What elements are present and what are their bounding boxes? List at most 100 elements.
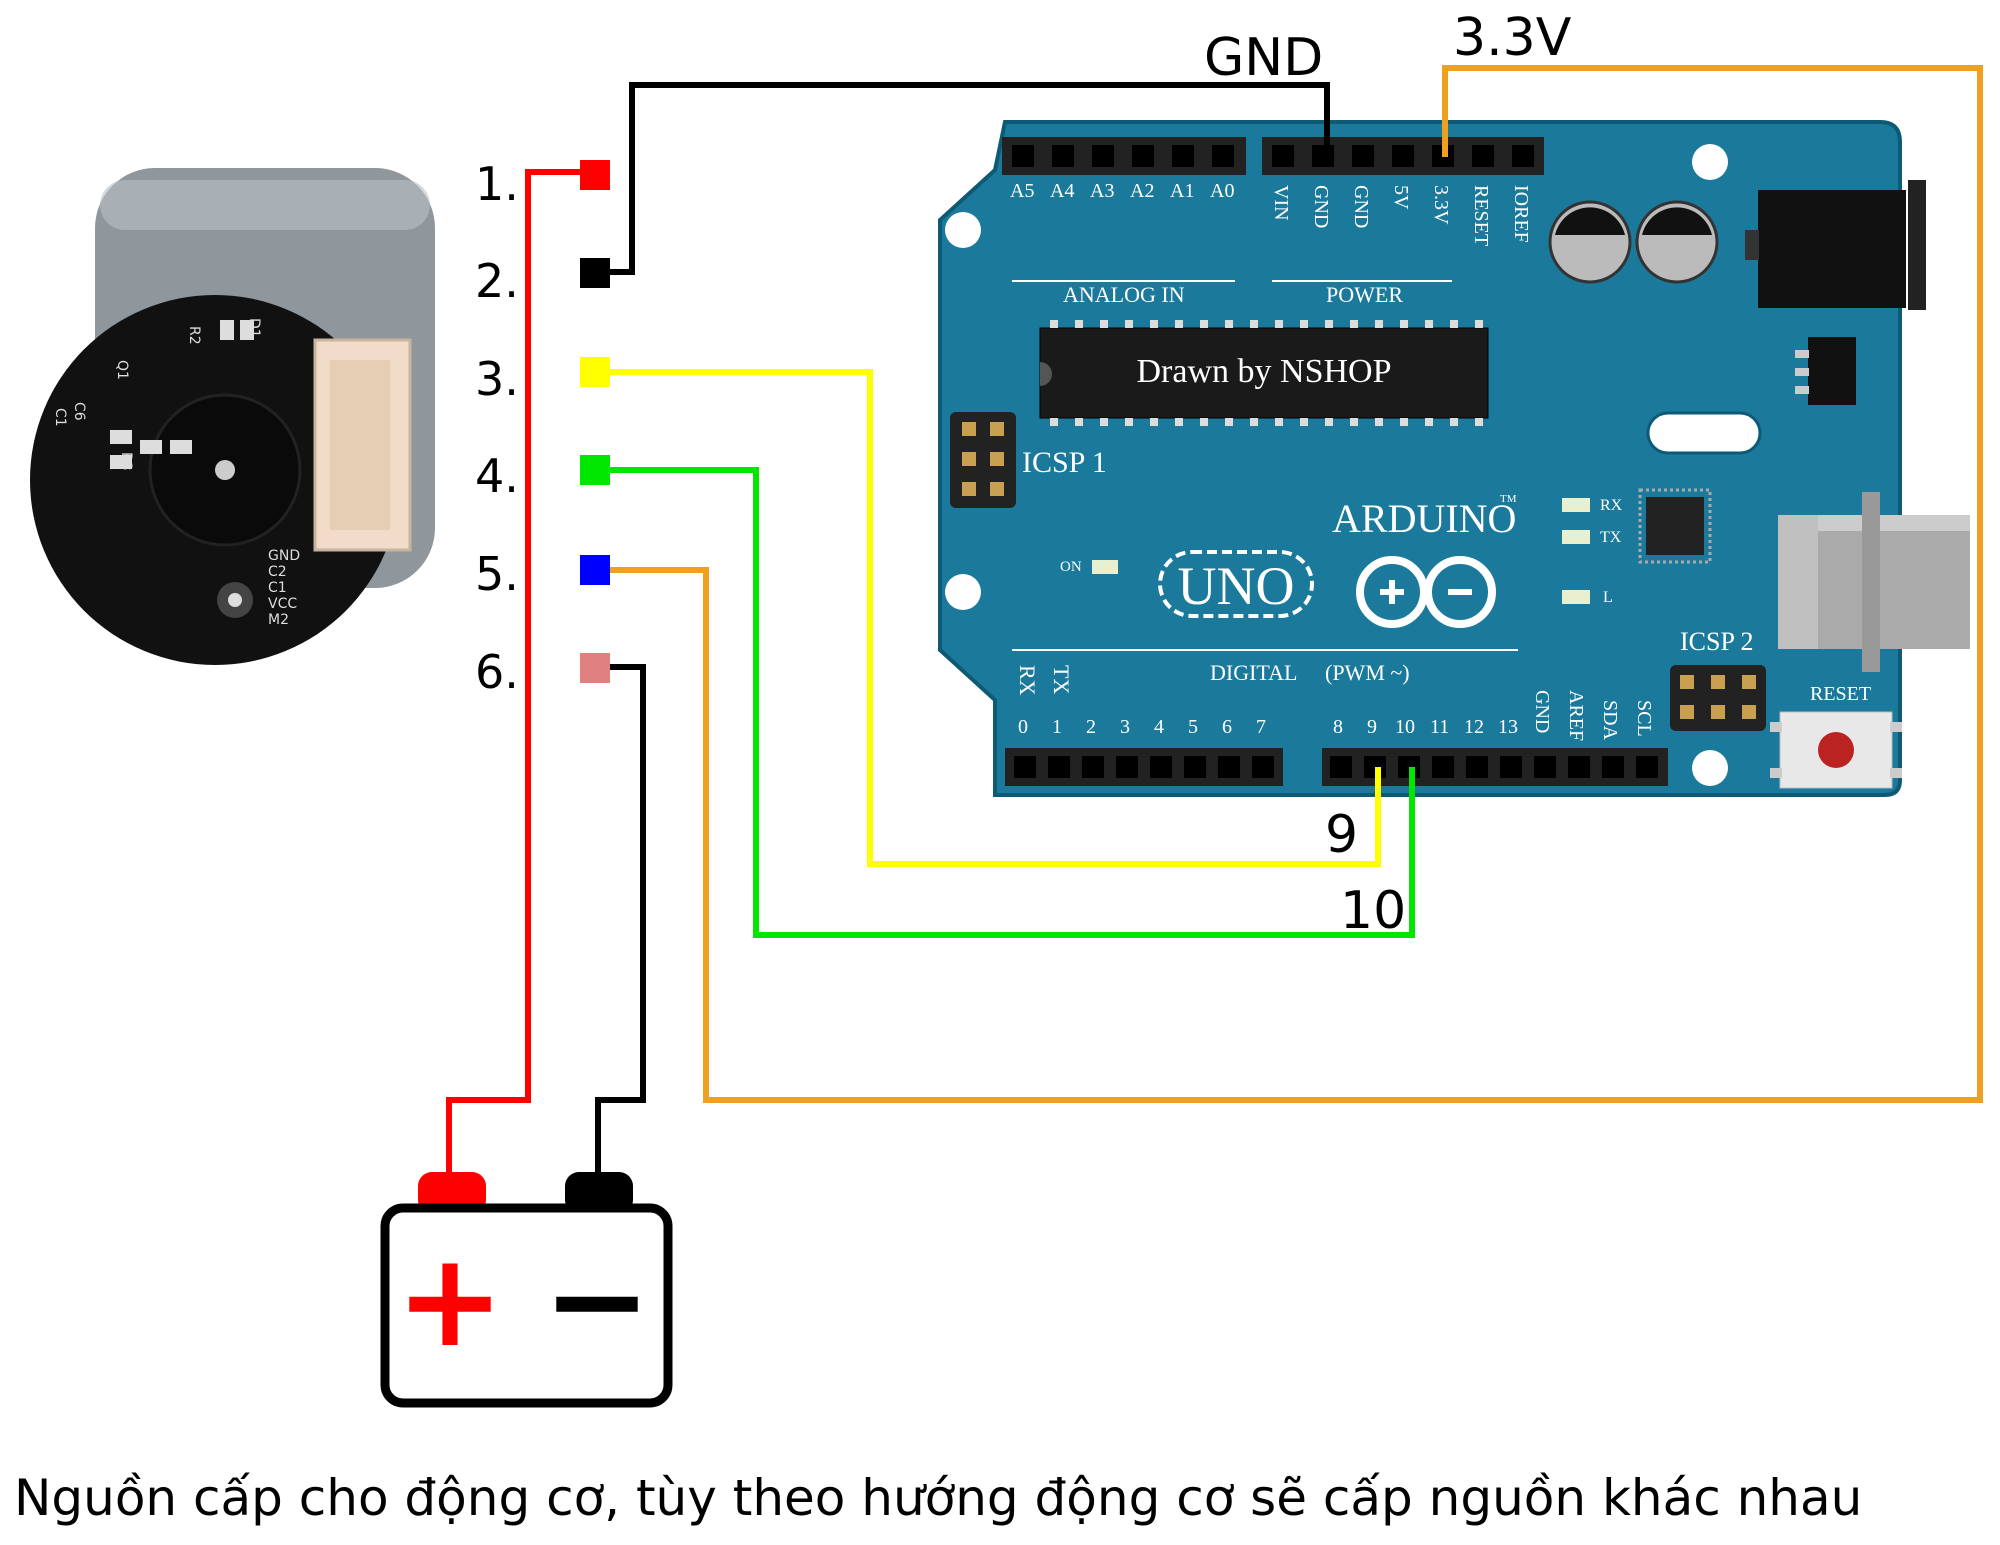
pin-number: 5. (475, 547, 519, 601)
battery-body (380, 1203, 673, 1408)
power-pin-label: VIN (1270, 185, 1292, 221)
pin9-wire-label: 9 (1325, 805, 1358, 865)
digital-pin-label: 10 (1395, 716, 1415, 738)
reset-button[interactable] (1770, 711, 1902, 789)
dc-power-jack (1745, 180, 1926, 310)
digital-label: DIGITAL (1210, 660, 1297, 685)
arduino-brand: ARDUINO (1332, 496, 1516, 541)
digital-pin-label: 12 (1464, 716, 1484, 738)
wire-battery-plus (446, 169, 585, 1175)
mounting-hole (945, 574, 981, 610)
battery: + − (380, 1172, 673, 1408)
analog-header (1002, 137, 1246, 175)
silkscreen: C1 (52, 408, 68, 427)
usb-connector (1778, 492, 1970, 672)
icsp1-header (950, 412, 1016, 508)
wire-3v3 (605, 65, 1983, 1103)
digital-pin-label: 9 (1367, 716, 1377, 738)
battery-plus-sign: + (396, 1224, 505, 1376)
pin-marker (580, 455, 610, 485)
digital-pin-label: 4 (1154, 716, 1164, 738)
pin-number: 6. (475, 645, 519, 699)
analog-pin-label: A1 (1170, 180, 1194, 202)
icsp1-label: ICSP 1 (1022, 446, 1107, 479)
digital-pin-label: 5 (1188, 716, 1198, 738)
digital-header-low (1005, 748, 1283, 786)
wire-battery-minus (595, 664, 646, 1175)
digital-pin-label: 8 (1333, 716, 1343, 738)
analog-pin-label: A0 (1210, 180, 1234, 202)
rx-pin-label: RX (1015, 665, 1040, 696)
silkscreen: D1 (246, 318, 262, 338)
digital-pin-label: 0 (1018, 716, 1028, 738)
arduino-infinity-logo (1356, 556, 1496, 628)
voltage-regulator (1795, 337, 1856, 405)
on-led-label: ON (1060, 559, 1082, 575)
pwm-label: (PWM ~) (1325, 660, 1410, 685)
arduino-board: A5 A4 A3 A2 A1 A0 VIN GND GND 5V 3.3V RE… (938, 120, 1970, 797)
mounting-hole (945, 212, 981, 248)
mounting-hole (1692, 750, 1728, 786)
pin-marker (580, 653, 610, 683)
reset-label: RESET (1810, 683, 1871, 705)
usb-chip (1638, 488, 1712, 564)
silkscreen: C1 (268, 580, 287, 596)
power-pin-label: GND (1310, 185, 1332, 228)
digital-pin-label: 6 (1222, 716, 1232, 738)
gnd-wire-label: GND (1204, 28, 1323, 88)
silkscreen: R3 (118, 452, 134, 471)
battery-minus-sign: − (543, 1224, 652, 1376)
encoder-pin-list: 1. 2. 3. 4. 5. 6. (475, 157, 610, 699)
power-pin-label: RESET (1470, 185, 1492, 246)
silkscreen: M2 (268, 612, 289, 628)
icsp2-label: ICSP 2 (1680, 627, 1753, 656)
analog-pin-label: A5 (1010, 180, 1034, 202)
motor-encoder: D1 R2 Q1 C6 C1 R3 GND C2 C1 VCC M2 (30, 168, 435, 665)
pin-number: 2. (475, 254, 519, 308)
digital-pin-label: 11 (1430, 716, 1449, 738)
status-leds (1562, 498, 1590, 604)
smd-components (110, 320, 254, 469)
on-led (1092, 560, 1118, 574)
pin-number: 4. (475, 449, 519, 503)
wire-gnd (605, 82, 1330, 275)
silkscreen: R2 (186, 326, 202, 345)
power-pin-label: IOREF (1510, 185, 1532, 243)
mounting-hole (1692, 144, 1728, 180)
motor-shaft (215, 460, 235, 480)
pin-number: 1. (475, 157, 519, 211)
atmega-chip: Drawn by NSHOP (1039, 320, 1489, 426)
tx-pin-label: TX (1049, 665, 1074, 694)
wire-pin10 (605, 467, 1415, 938)
digital-pin-label: 13 (1498, 716, 1518, 738)
analog-pin-label: A4 (1050, 180, 1074, 202)
digital-pin-label: 7 (1256, 716, 1266, 738)
power-pin-label: GND (1350, 185, 1372, 228)
trademark: TM (1500, 493, 1517, 505)
analog-in-label: ANALOG IN (1063, 282, 1185, 307)
silkscreen: Q1 (114, 360, 130, 380)
silkscreen: GND (268, 548, 300, 564)
silkscreen: C6 (71, 402, 87, 421)
digital-pin-label: 1 (1052, 716, 1062, 738)
icsp2-header (1670, 665, 1766, 731)
power-pin-label: 3.3V (1430, 185, 1452, 225)
uno-badge (1158, 550, 1314, 618)
v33-wire-label: 3.3V (1453, 8, 1572, 68)
silkscreen: VCC (268, 596, 297, 612)
capacitor (1548, 200, 1719, 284)
l-led-label: L (1603, 589, 1613, 606)
digital-pin-label: 2 (1086, 716, 1096, 738)
analog-pin-label: A3 (1090, 180, 1114, 202)
digital-pin-label: 3 (1120, 716, 1130, 738)
pin-marker (580, 357, 610, 387)
pin10-wire-label: 10 (1340, 881, 1406, 941)
pin-number: 3. (475, 352, 519, 406)
pin-marker (580, 258, 610, 288)
right-pin-label: SDA (1599, 700, 1621, 741)
caption: Nguồn cấp cho động cơ, tùy theo hướng độ… (14, 1469, 1862, 1527)
power-pin-label: 5V (1390, 185, 1412, 210)
power-label: POWER (1326, 282, 1403, 307)
pin-marker (580, 160, 610, 190)
